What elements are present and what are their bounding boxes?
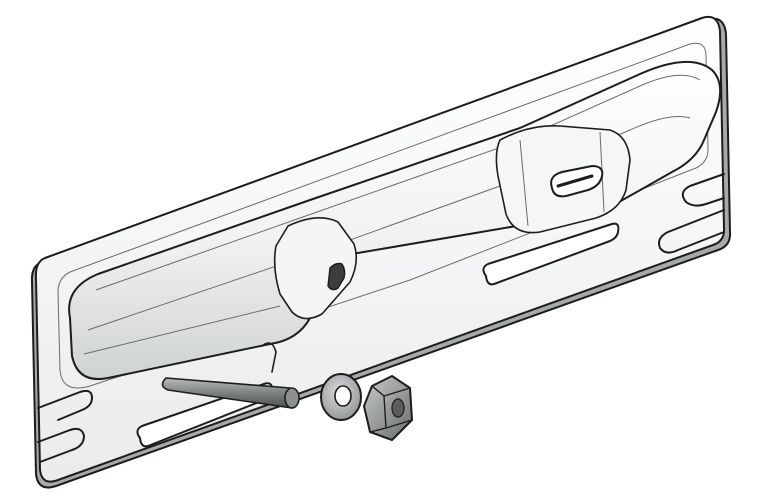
plate-hook-notch-left [37, 389, 93, 463]
washer [320, 373, 362, 421]
hex-nut [363, 375, 413, 441]
plate-slot-right [482, 222, 620, 286]
handle-left-foot-hole [327, 262, 346, 291]
hex-nut-body [363, 375, 413, 441]
bolt [161, 342, 300, 409]
bolt-head-edge [261, 342, 277, 373]
grab-handle [68, 60, 722, 380]
handle-left-foot [273, 217, 358, 320]
bolt-end [284, 387, 300, 409]
washer-hole [334, 385, 352, 407]
bolt-shank [161, 377, 293, 409]
hex-nut-hole [391, 398, 405, 418]
plate-hook-notch-right [658, 173, 725, 254]
